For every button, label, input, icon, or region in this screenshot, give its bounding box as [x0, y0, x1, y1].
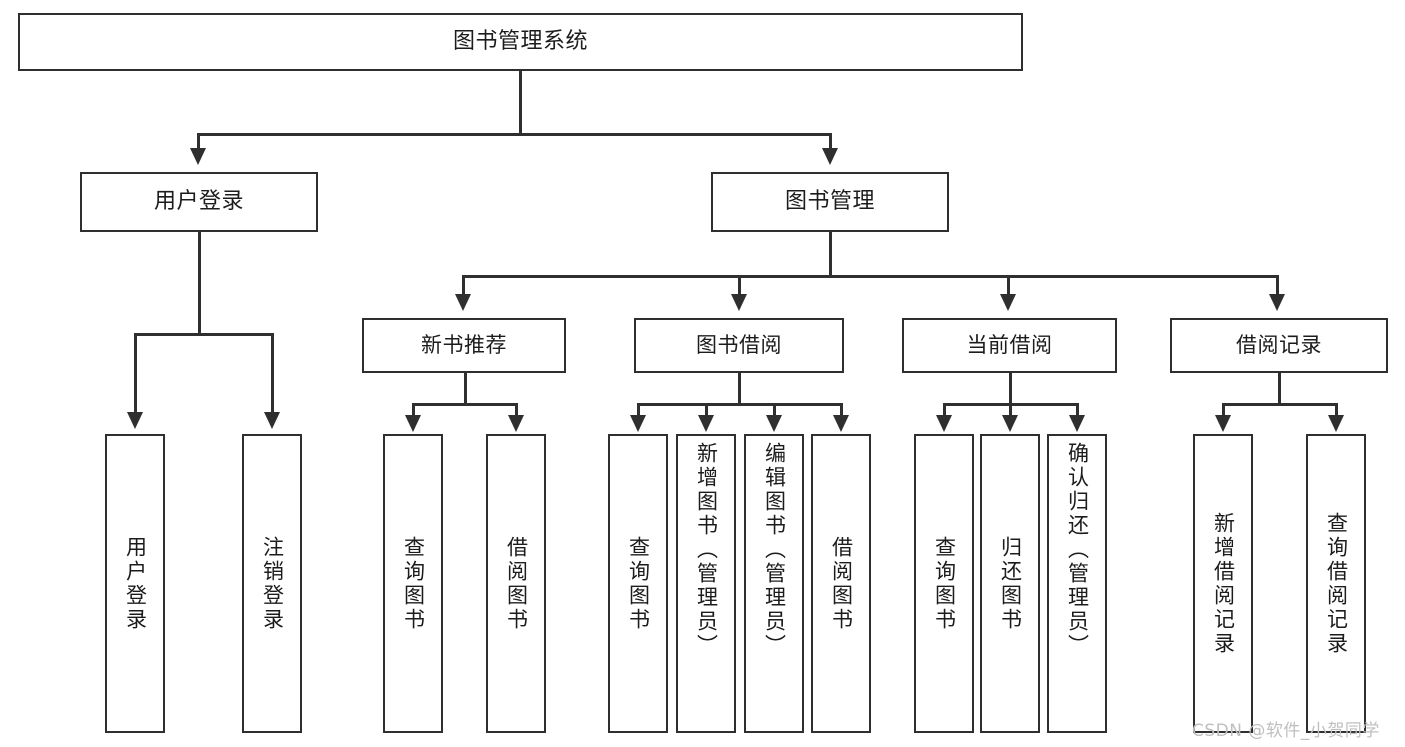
arrow-br-to-add-record — [1215, 415, 1231, 432]
connector-book-manage-bus — [462, 275, 1278, 278]
leaf-borrow-book-2-label: 借阅图书 — [829, 535, 854, 632]
connector-bb-drop-3 — [773, 403, 776, 417]
connector-nbr-bus — [412, 403, 517, 406]
arrow-user-login-to-leaf-user-login — [127, 412, 143, 429]
arrow-cb-to-query-book — [936, 415, 952, 432]
connector-user-login-stem — [198, 232, 201, 335]
leaf-user-login[interactable]: 用户登录 — [105, 434, 165, 733]
connector-cb-stem — [1009, 373, 1012, 405]
connector-bb-stem — [738, 373, 741, 405]
leaf-logout-login-label: 注销登录 — [260, 535, 285, 632]
node-book-borrow[interactable]: 图书借阅 — [634, 318, 844, 373]
connector-bb-drop-4 — [840, 403, 843, 417]
arrow-nbr-to-query-book — [405, 415, 421, 432]
arrow-cb-to-return-book — [1002, 415, 1018, 432]
node-user-login[interactable]: 用户登录 — [80, 172, 318, 232]
connector-bm-drop-3 — [1007, 275, 1010, 297]
connector-root-to-user-login — [197, 133, 200, 151]
leaf-confirm-return-label: 确认归还（管理员） — [1065, 442, 1090, 658]
leaf-confirm-return[interactable]: 确认归还（管理员） — [1047, 434, 1107, 733]
connector-root-stem — [519, 71, 522, 135]
leaf-query-record-label: 查询借阅记录 — [1324, 511, 1349, 656]
csdn-watermark: CSDN @软件_小贺同学 — [1192, 721, 1380, 741]
connector-nbr-stem — [464, 373, 467, 405]
leaf-borrow-book-2[interactable]: 借阅图书 — [811, 434, 871, 733]
connector-br-drop-2 — [1335, 403, 1338, 417]
arrow-bb-to-query-book — [630, 415, 646, 432]
arrow-nbr-to-borrow-book — [508, 415, 524, 432]
arrow-bm-to-borrow-record — [1269, 294, 1285, 311]
connector-bm-drop-1 — [462, 275, 465, 297]
connector-cb-drop-1 — [943, 403, 946, 417]
leaf-return-book-label: 归还图书 — [998, 535, 1023, 632]
arrow-root-to-user-login — [190, 148, 206, 165]
leaf-query-book-1[interactable]: 查询图书 — [383, 434, 443, 733]
leaf-add-book[interactable]: 新增图书（管理员） — [676, 434, 736, 733]
leaf-query-book-1-label: 查询图书 — [401, 535, 426, 632]
arrow-bb-to-borrow-book — [833, 415, 849, 432]
connector-bm-drop-4 — [1276, 275, 1279, 297]
leaf-edit-book-label: 编辑图书（管理员） — [762, 442, 787, 658]
connector-br-bus — [1222, 403, 1336, 406]
leaf-query-book-2[interactable]: 查询图书 — [608, 434, 668, 733]
leaf-query-book-3-label: 查询图书 — [932, 535, 957, 632]
leaf-user-login-label: 用户登录 — [123, 535, 148, 632]
connector-root-to-book-manage — [829, 133, 832, 151]
leaf-query-book-3[interactable]: 查询图书 — [914, 434, 974, 733]
arrow-bm-to-current-borrow — [1000, 294, 1016, 311]
connector-cb-drop-3 — [1076, 403, 1079, 417]
connector-br-stem — [1278, 373, 1281, 405]
leaf-add-record[interactable]: 新增借阅记录 — [1193, 434, 1253, 733]
connector-bb-drop-2 — [705, 403, 708, 417]
leaf-logout-login[interactable]: 注销登录 — [242, 434, 302, 733]
node-new-book-recommend[interactable]: 新书推荐 — [362, 318, 566, 373]
connector-cb-drop-2 — [1009, 403, 1012, 417]
arrow-br-to-query-record — [1328, 415, 1344, 432]
arrow-user-login-to-leaf-logout — [264, 412, 280, 429]
leaf-borrow-book-1-label: 借阅图书 — [504, 535, 529, 632]
node-book-manage[interactable]: 图书管理 — [711, 172, 949, 232]
leaf-add-book-label: 新增图书（管理员） — [694, 442, 719, 658]
leaf-edit-book[interactable]: 编辑图书（管理员） — [744, 434, 804, 733]
connector-nbr-drop-1 — [412, 403, 415, 417]
node-current-borrow[interactable]: 当前借阅 — [902, 318, 1117, 373]
connector-bm-drop-2 — [738, 275, 741, 297]
arrow-bm-to-book-borrow — [731, 294, 747, 311]
connector-user-login-left-drop — [134, 333, 137, 415]
leaf-return-book[interactable]: 归还图书 — [980, 434, 1040, 733]
leaf-query-book-2-label: 查询图书 — [626, 535, 651, 632]
connector-bb-bus — [637, 403, 842, 406]
arrow-cb-to-confirm-return — [1069, 415, 1085, 432]
node-borrow-record[interactable]: 借阅记录 — [1170, 318, 1388, 373]
leaf-add-record-label: 新增借阅记录 — [1211, 511, 1236, 656]
connector-root-bus — [197, 133, 831, 136]
leaf-borrow-book-1[interactable]: 借阅图书 — [486, 434, 546, 733]
arrow-bm-to-new-book-recommend — [455, 294, 471, 311]
arrow-root-to-book-manage — [822, 148, 838, 165]
node-root-system[interactable]: 图书管理系统 — [18, 13, 1023, 71]
connector-nbr-drop-2 — [515, 403, 518, 417]
arrow-bb-to-edit-book — [766, 415, 782, 432]
connector-bb-drop-1 — [637, 403, 640, 417]
leaf-query-record[interactable]: 查询借阅记录 — [1306, 434, 1366, 733]
connector-book-manage-stem — [829, 232, 832, 277]
connector-user-login-bus — [134, 333, 272, 336]
connector-br-drop-1 — [1222, 403, 1225, 417]
arrow-bb-to-add-book — [698, 415, 714, 432]
connector-user-login-right-drop — [271, 333, 274, 415]
